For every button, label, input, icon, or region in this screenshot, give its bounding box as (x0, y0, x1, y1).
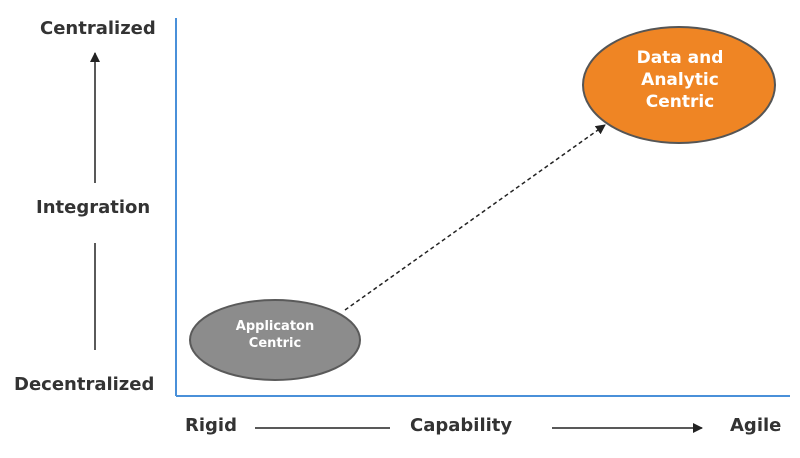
data-analytic-centric-node (582, 26, 776, 144)
x-axis-left-label: Rigid (185, 415, 237, 436)
application-centric-node (189, 299, 361, 381)
y-axis-middle-label: Integration (36, 197, 151, 218)
data-analytic-centric-label: Data and Analytic Centric (636, 48, 724, 112)
y-axis-bottom-label: Decentralized (14, 374, 155, 395)
application-centric-label: Applicaton Centric (235, 319, 315, 351)
x-axis-middle-label: Capability (410, 415, 513, 436)
x-axis-right-label: Agile (730, 415, 782, 436)
y-axis-top-label: Centralized (40, 18, 156, 39)
progression-arrow (344, 124, 606, 311)
